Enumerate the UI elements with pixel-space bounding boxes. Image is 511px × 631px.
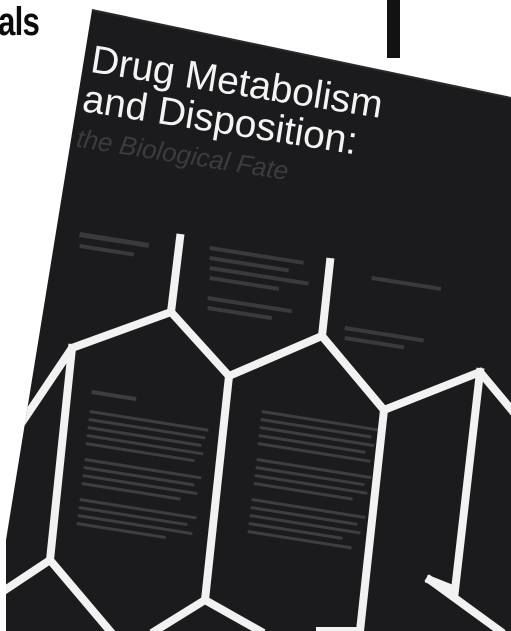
- faint-text-blocks: [79, 232, 442, 350]
- cover-edge: [91, 9, 511, 99]
- hexagon-pattern: [6, 233, 511, 631]
- vertical-bar: [387, 0, 400, 58]
- hexagon-left-text: [76, 389, 209, 540]
- heading-fragment: als: [0, 0, 40, 44]
- hexagon-middle-text: [247, 410, 379, 550]
